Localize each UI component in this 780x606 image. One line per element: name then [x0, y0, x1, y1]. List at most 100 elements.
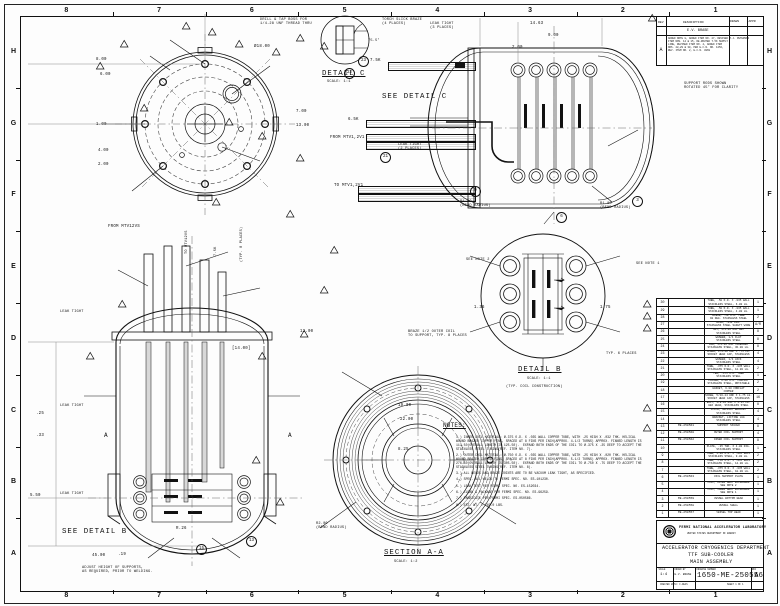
table-cell	[669, 314, 703, 321]
note-item: 6.) CLEAN & PACKAGE PER FERMI SPEC. NO. …	[456, 489, 550, 494]
balloon-item: 6	[556, 212, 567, 223]
table-cell: 2	[757, 365, 759, 370]
zone-marker: 1	[713, 7, 718, 14]
table-cell	[669, 452, 703, 459]
revision-flag-icon	[642, 311, 652, 320]
table-cell: ME-250561	[677, 423, 695, 427]
table-row-divider	[657, 422, 763, 424]
table-cell: PLATE, .25 THK. X 4.00 DIA. STAINLESS ST…	[706, 444, 751, 451]
table-row-divider	[657, 502, 763, 504]
table-row-divider	[657, 378, 763, 380]
table-cell: 4	[757, 358, 759, 363]
callout-drill-tap: DRILL & TAP BOSS FOR 1/4-28 UNF THREAD T…	[260, 18, 312, 27]
table-cell: TUBE, 1.00 O.D. X .065 WALL STAINLESS ST…	[706, 452, 751, 459]
table-cell: OUTER COIL SUPPORT	[713, 431, 744, 435]
drawing-number: 1650-ME-250556	[697, 572, 764, 580]
label-from-mtv1-2v1: FROM MTV1,2V1	[330, 136, 365, 140]
table-cell: 2	[661, 503, 664, 508]
table-cell: VESSEL TOP HEAD	[716, 511, 741, 515]
dim-75-deg: 75.5°	[368, 39, 380, 43]
table-cell: FLANGE, 6.00 O.D. CONFLAT STAINLESS STEE…	[707, 379, 750, 386]
balloon-item: 21	[380, 152, 391, 163]
table-cell	[669, 401, 703, 408]
zone-marker: 4	[435, 592, 440, 599]
scale-value: 1:4	[660, 573, 668, 577]
drawn-label: DRAWN BY	[674, 568, 686, 571]
table-cell: 15	[660, 409, 665, 414]
table-row-divider	[657, 509, 763, 511]
tube-run-from	[366, 134, 476, 142]
note-item: 3.) ALL WELDS AND BRAZE JOINTS ARE TO BE…	[456, 471, 596, 476]
table-row-divider	[657, 408, 763, 409]
table-cell: 8	[757, 423, 759, 428]
balloon-item: 9	[470, 186, 481, 197]
zone-marker: H	[10, 47, 17, 55]
table-cell: 4	[661, 489, 664, 494]
dim-1-00: 1.00	[96, 123, 107, 127]
zone-marker: 7	[157, 7, 162, 14]
label-see-note-1: SEE NOTE 1	[636, 262, 660, 266]
table-cell: 20	[660, 373, 665, 378]
rev-col-rev: REV	[658, 19, 664, 24]
table-row-divider	[657, 342, 763, 344]
zone-marker: A	[766, 550, 773, 558]
table-cell: ME-250559	[677, 496, 695, 500]
table-cell: COIL SUPPORT PLATE	[713, 474, 744, 478]
label-see-detail-b: SEE DETAIL B	[62, 528, 128, 536]
dim-5-50: 5.50	[30, 494, 41, 498]
table-cell: 13	[660, 423, 665, 428]
callout-leak-tight-a: LEAK TIGHT	[60, 310, 84, 314]
table-cell: 2	[757, 314, 759, 319]
table-cell: 5	[661, 482, 664, 487]
detail-b-title: DETAIL B	[518, 366, 562, 374]
table-cell	[669, 387, 703, 394]
table-cell: 1	[661, 511, 664, 516]
zone-marker: 2	[620, 7, 625, 14]
dim-22-00: 22.00	[400, 418, 414, 422]
table-cell	[669, 365, 703, 372]
tube-run-from-2	[366, 142, 476, 150]
sheet-label: SHEET 1 OF 1	[727, 582, 744, 586]
table-cell: 1	[757, 511, 759, 516]
revision-flag-icon	[181, 21, 191, 30]
table-cell: TUBE, .50 O.D. X .035 WALL STAINLESS STE…	[707, 306, 750, 313]
dim-2-00-b: 2.00	[512, 46, 523, 50]
dim-4-00: 4.00	[98, 149, 109, 153]
table-cell: BRACKET, LIFTING LUG STAINLESS STEEL	[712, 415, 745, 422]
title-block: FERMI NATIONAL ACCELERATOR LABORATORY UN…	[656, 520, 769, 590]
dim-8-00: 8.00	[96, 58, 107, 62]
department-name: ACCELERATOR CRYOGENICS DEPARTMENT	[662, 545, 770, 551]
table-cell: 29	[660, 307, 665, 312]
table-cell: 12	[660, 431, 665, 436]
tube-run-to-2	[358, 194, 476, 202]
balloon-item: 3	[632, 196, 643, 207]
table-cell: PLATE, SUPPORT BRACKET STAINLESS STEEL	[710, 408, 747, 415]
fermilab-logo-icon	[663, 525, 676, 538]
rev-row-0-desc: E.V. BRASE	[687, 28, 709, 33]
table-row-divider	[657, 335, 763, 337]
table-cell	[669, 416, 703, 423]
table-row-divider	[657, 517, 763, 518]
revision-flag-icon	[299, 329, 309, 338]
detail-b-note: (TYP. COIL CONSTRUCTION)	[506, 385, 563, 389]
table-row-divider	[657, 429, 763, 431]
table-cell: TEE, .375 O.D. TUBE STAINLESS STEEL	[713, 372, 744, 379]
dim-9-00: 9.00	[548, 34, 559, 38]
table-cell: 8	[757, 344, 759, 348]
table-cell: TUBE, .50 O.D. X .035 WALL STAINLESS STE…	[707, 299, 750, 306]
table-cell: 1	[757, 496, 759, 501]
table-cell: 1	[757, 474, 759, 479]
table-cell: ME-250563	[677, 474, 695, 478]
zone-marker: 2	[620, 592, 625, 599]
table-cell: 30	[660, 300, 665, 305]
table-cell: 8	[757, 402, 759, 407]
table-cell: WASHER, 1/4 LOCK STAINLESS STEEL	[715, 357, 742, 364]
project-name: TTF SUB-COOLER	[688, 552, 734, 558]
detail-c-scale: SCALE: 1:1	[327, 80, 351, 84]
rev-col-desc: DESCRIPTION	[683, 19, 704, 24]
lab-name: FERMI NATIONAL ACCELERATOR LABORATORY	[679, 526, 767, 530]
table-row-divider	[657, 320, 763, 322]
callout-leak-tight-3: LEAK TIGHT (3 PLACES)	[430, 22, 454, 31]
rev-row-1-drawn: T.J. PETERSON	[729, 36, 750, 40]
table-cell: A/R	[755, 322, 761, 327]
